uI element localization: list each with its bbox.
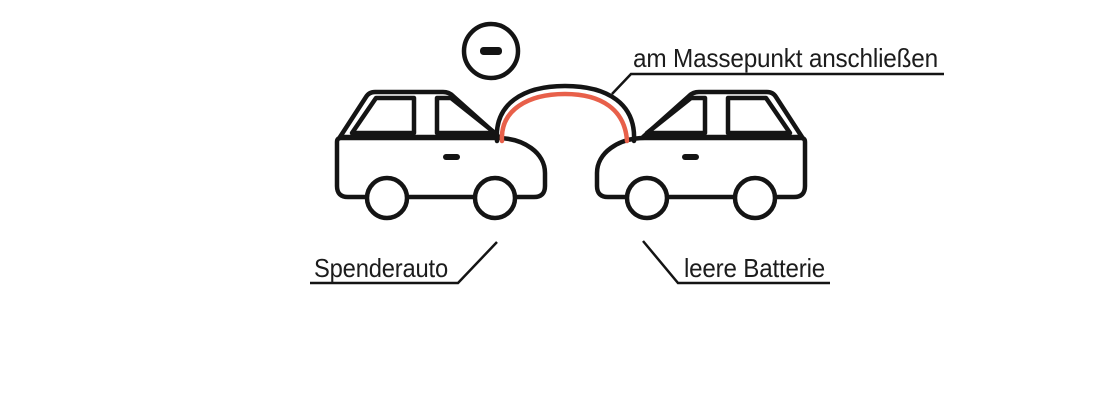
minus-terminal-badge	[461, 21, 521, 81]
minus-icon	[480, 47, 502, 55]
annotation-donor-car: Spenderauto	[310, 241, 498, 285]
jumper-cable	[494, 83, 637, 144]
annotation-ground-point: am Massepunkt anschließen	[611, 43, 944, 95]
leader-line-donor-car	[310, 241, 498, 285]
jumper-cable-red-wire	[499, 91, 630, 144]
ground-point-label: am Massepunkt anschließen	[633, 43, 938, 73]
donor-car-label: Spenderauto	[314, 253, 448, 283]
empty-battery-label: leere Batterie	[684, 253, 825, 283]
leader-line-ground-point	[611, 72, 944, 95]
annotation-empty-battery: leere Batterie	[642, 240, 830, 285]
leader-line-empty-battery	[642, 240, 830, 285]
jumper-cable-black-wire	[494, 83, 637, 144]
